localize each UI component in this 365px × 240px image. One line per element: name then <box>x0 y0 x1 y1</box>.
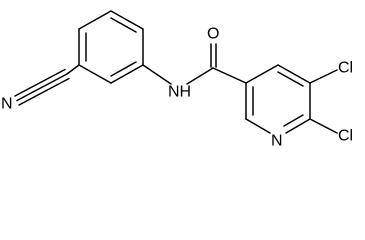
bond-benzene-inner-3 <box>110 61 137 77</box>
bond-benzene-2 <box>78 10 112 30</box>
bond-ring-nh <box>142 64 172 85</box>
bond-benzene-inner-2 <box>110 17 137 33</box>
bond-benzene-5 <box>110 64 144 84</box>
atom-cl-lower: Cl <box>338 128 353 145</box>
bond-cl-upper <box>309 69 338 84</box>
bond-pyr-4 <box>285 118 311 134</box>
atom-nitrile-n: N <box>1 96 13 113</box>
bond-pyr-5 <box>245 118 271 134</box>
atom-amide-nh: NH <box>168 84 191 101</box>
atom-pyridine-n: N <box>271 133 283 150</box>
bond-pyr-2 <box>277 64 311 84</box>
bond-benzene-3 <box>110 10 144 30</box>
atom-labels: N O NH N Cl Cl <box>1 26 353 150</box>
bond-pyr-1 <box>245 64 279 84</box>
molecule-structure: N O NH N Cl Cl <box>1 10 353 150</box>
bond-co-ring <box>212 67 247 84</box>
bond-cn-ring <box>66 64 80 75</box>
bond-benzene-6 <box>78 64 112 84</box>
bond-pyr-inner-1 <box>277 71 304 87</box>
bond-cl-lower <box>309 118 338 134</box>
bond-pyr-inner-2 <box>283 114 304 127</box>
bond-nitrile-3 <box>18 77 70 106</box>
atom-cl-upper: Cl <box>338 60 353 77</box>
bond-nitrile-2 <box>14 68 66 97</box>
bonds <box>14 10 338 134</box>
bond-nitrile-1 <box>16 73 68 102</box>
bond-nh-co <box>186 67 214 85</box>
atom-amide-o: O <box>207 26 219 43</box>
